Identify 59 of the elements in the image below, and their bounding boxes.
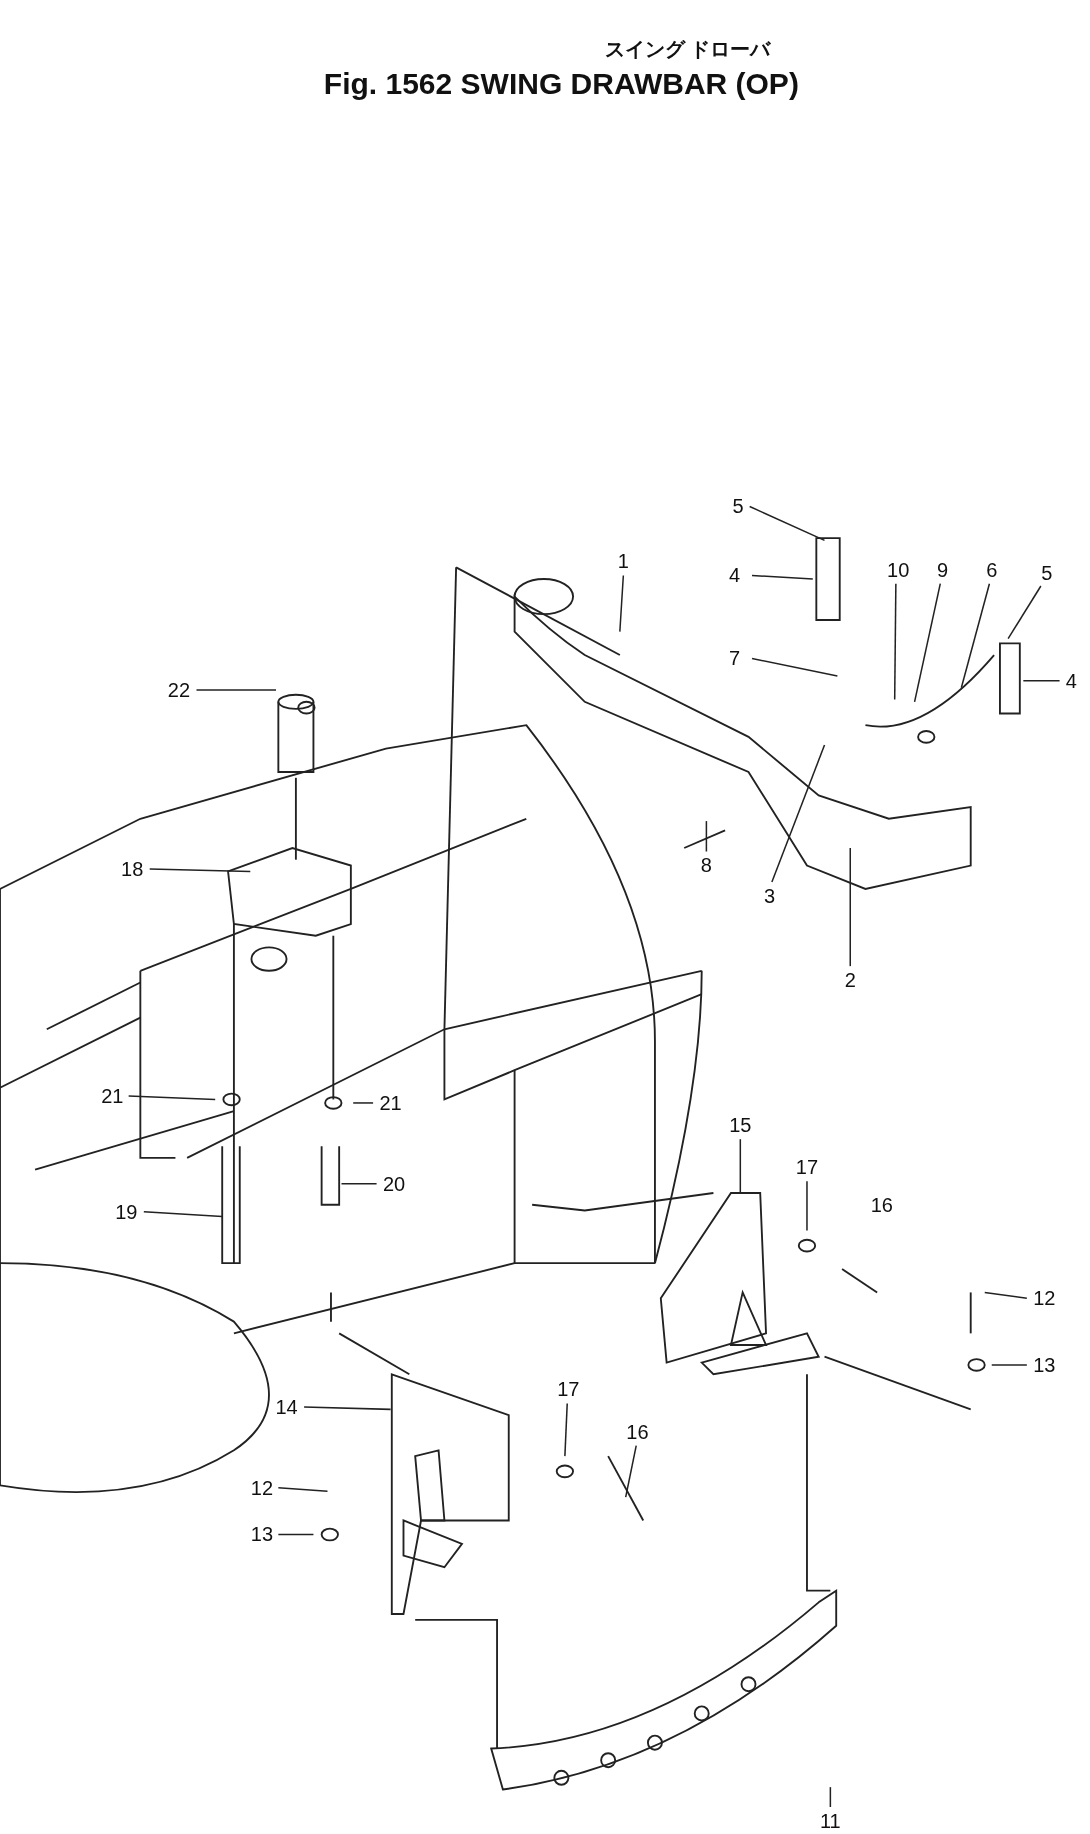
callout-number: 21 [101,1085,124,1106]
leader-line [806,1180,808,1232]
leader-line [893,582,897,701]
leader-line [705,820,708,853]
callout-number: 4 [1065,670,1077,691]
leader-line [127,1095,216,1101]
leader-line [984,1291,1028,1300]
callout-number: 19 [115,1201,138,1222]
callout-number: 14 [275,1396,298,1417]
leader-line [1007,585,1042,640]
callout-number: 10 [887,559,910,580]
leader-line [340,1182,378,1185]
leader-line [849,847,851,967]
leader-line [739,1138,742,1194]
leader-line [195,689,277,691]
callout-number: 16 [870,1194,893,1215]
callout-number: 21 [379,1092,402,1113]
title-reading: スイング ドローバ [604,39,771,60]
callout-number: 12 [1033,1288,1056,1309]
callout-number: 17 [557,1379,580,1400]
callout-number: 8 [700,855,712,876]
callout-number: 5 [732,496,744,517]
leader-line [991,1364,1028,1366]
leader-line [303,1406,392,1411]
callout-number: 12 [250,1477,274,1498]
leader-line [771,744,826,883]
leader-line [1022,680,1061,682]
leader-line [143,1210,223,1218]
leader-line [352,1102,374,1104]
leader-line [619,574,625,633]
callout-number: 18 [121,858,144,879]
leader-line [624,1444,637,1498]
figure-title: Fig. 1562 SWING DRAWBAR (OP) [323,69,799,100]
leader-line [277,1486,329,1492]
leader-line [564,1402,568,1457]
leader-line [277,1533,315,1536]
leader-line [829,1786,832,1808]
callout-number: 13 [1033,1354,1056,1375]
callout-number: 6 [986,559,998,580]
callout-number: 3 [764,885,776,906]
leader-line [751,657,839,677]
callout-number: 7 [728,648,740,669]
callout-number: 5 [1041,563,1053,584]
callout-number: 16 [626,1421,649,1442]
callout-number: 4 [728,565,740,586]
leader-line [751,574,814,580]
callout-number: 17 [795,1157,819,1178]
callout-number: 22 [167,680,191,700]
leader-line [913,582,942,703]
callout-number: 9 [937,559,949,580]
leader-line [148,868,252,873]
callout-number: 2 [844,970,856,991]
leader-line [960,582,991,689]
callout-number: 1 [617,551,629,572]
callout-number: 11 [820,1810,841,1831]
callout-number: 15 [729,1115,752,1136]
callout-number: 13 [250,1524,274,1545]
leader-line [748,505,826,542]
callout-number: 20 [383,1173,406,1194]
